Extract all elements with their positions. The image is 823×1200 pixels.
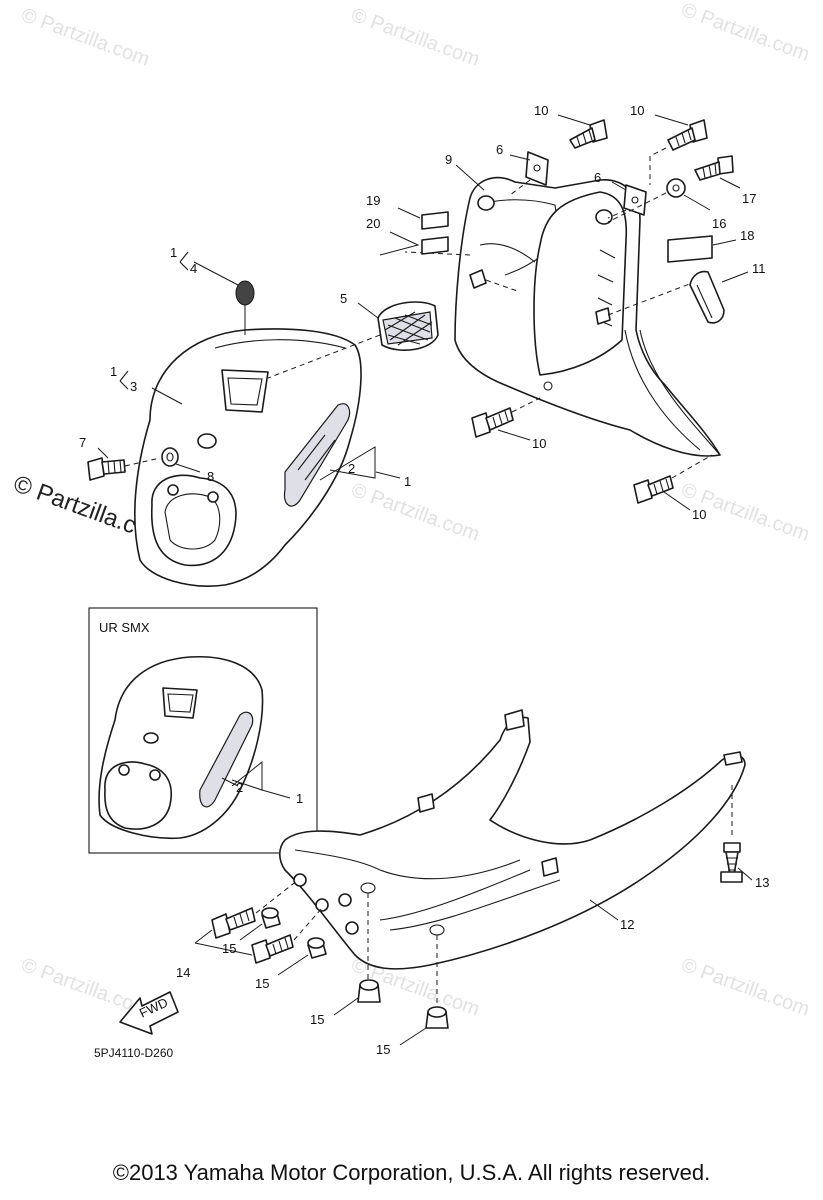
callout-8: 8: [207, 469, 214, 484]
callout-6: 6: [496, 142, 503, 157]
bolt-part-7: [87, 457, 161, 481]
callout-10: 10: [692, 507, 706, 522]
callout-16: 16: [712, 216, 726, 231]
watermark: © Partzilla.com: [678, 954, 812, 1021]
grommet-part-15-b: [307, 937, 327, 959]
callout-11: 11: [752, 261, 766, 276]
footboard-part-12: [278, 709, 746, 1015]
callout-10: 10: [534, 103, 548, 118]
callout-10: 10: [532, 436, 546, 451]
callout-15: 15: [255, 976, 269, 991]
inset-ur-smx: UR SMX: [88, 607, 318, 854]
label-parts-19-20: [421, 211, 449, 255]
callout-9: 9: [445, 152, 452, 167]
callout-15: 15: [376, 1042, 390, 1057]
diagram-code: 5PJ4110-D260: [94, 1046, 173, 1060]
callout-20: 20: [366, 216, 380, 231]
seal-part-11: [689, 270, 725, 324]
grommet-part-15-d: [425, 1006, 449, 1029]
callout-19: 19: [366, 193, 380, 208]
screw-part-10-top-left: [569, 119, 608, 149]
label-part-18: [667, 235, 713, 263]
callout-3: 3: [130, 379, 137, 394]
callout-1: 1: [404, 474, 411, 489]
watermark: © Partzilla.com: [18, 4, 152, 71]
leader-lines: [97, 114, 753, 1046]
callout-7: 7: [79, 435, 86, 450]
emblem-part-4: [235, 280, 255, 335]
callout-15: 15: [222, 941, 236, 956]
callout-labels: 1 4 1 3 5 7 8 2 1 9 6 6 10 10 17 16 18 1…: [79, 103, 769, 1057]
screw-part-17: [694, 155, 734, 181]
callout-2: 2: [236, 780, 243, 795]
watermark: © Partzilla.com: [348, 479, 482, 546]
screw-part-14-lower: [251, 907, 323, 964]
screw-part-10-lower-left: [471, 397, 541, 438]
callout-17: 17: [742, 191, 756, 206]
callout-13: 13: [755, 875, 769, 890]
callout-14: 14: [176, 965, 190, 980]
screw-part-14-upper: [211, 879, 299, 939]
inner-panel-part-9: [404, 176, 721, 457]
screw-part-13: [720, 842, 743, 883]
callout-2: 2: [348, 461, 355, 476]
callout-10: 10: [630, 103, 644, 118]
callout-1: 1: [170, 245, 177, 260]
grommet-part-15-a: [261, 907, 281, 929]
callout-12: 12: [620, 917, 634, 932]
nut-part-6-left: [509, 151, 549, 196]
watermark: © Partzilla.com: [678, 0, 812, 66]
nut-part-6-right: [607, 184, 647, 219]
inset-title: UR SMX: [99, 620, 150, 635]
callout-1: 1: [296, 791, 303, 806]
callout-18: 18: [740, 228, 754, 243]
callout-6: 6: [594, 170, 601, 185]
fwd-arrow: FWD: [119, 991, 179, 1035]
grommet-part-15-c: [357, 979, 381, 1003]
callout-1: 1: [110, 364, 117, 379]
callout-5: 5: [340, 291, 347, 306]
copyright-footer: ©2013 Yamaha Motor Corporation, U.S.A. A…: [112, 1160, 711, 1185]
washer-part-16: [607, 178, 686, 223]
screw-part-10-top-right: [649, 119, 708, 185]
watermark: © Partzilla.com: [348, 4, 482, 71]
grille-part-5: [267, 301, 439, 379]
callout-4: 4: [190, 261, 197, 276]
callout-15: 15: [310, 1012, 324, 1027]
washer-part-8: [161, 447, 179, 467]
screw-part-10-lower-right: [633, 454, 713, 504]
